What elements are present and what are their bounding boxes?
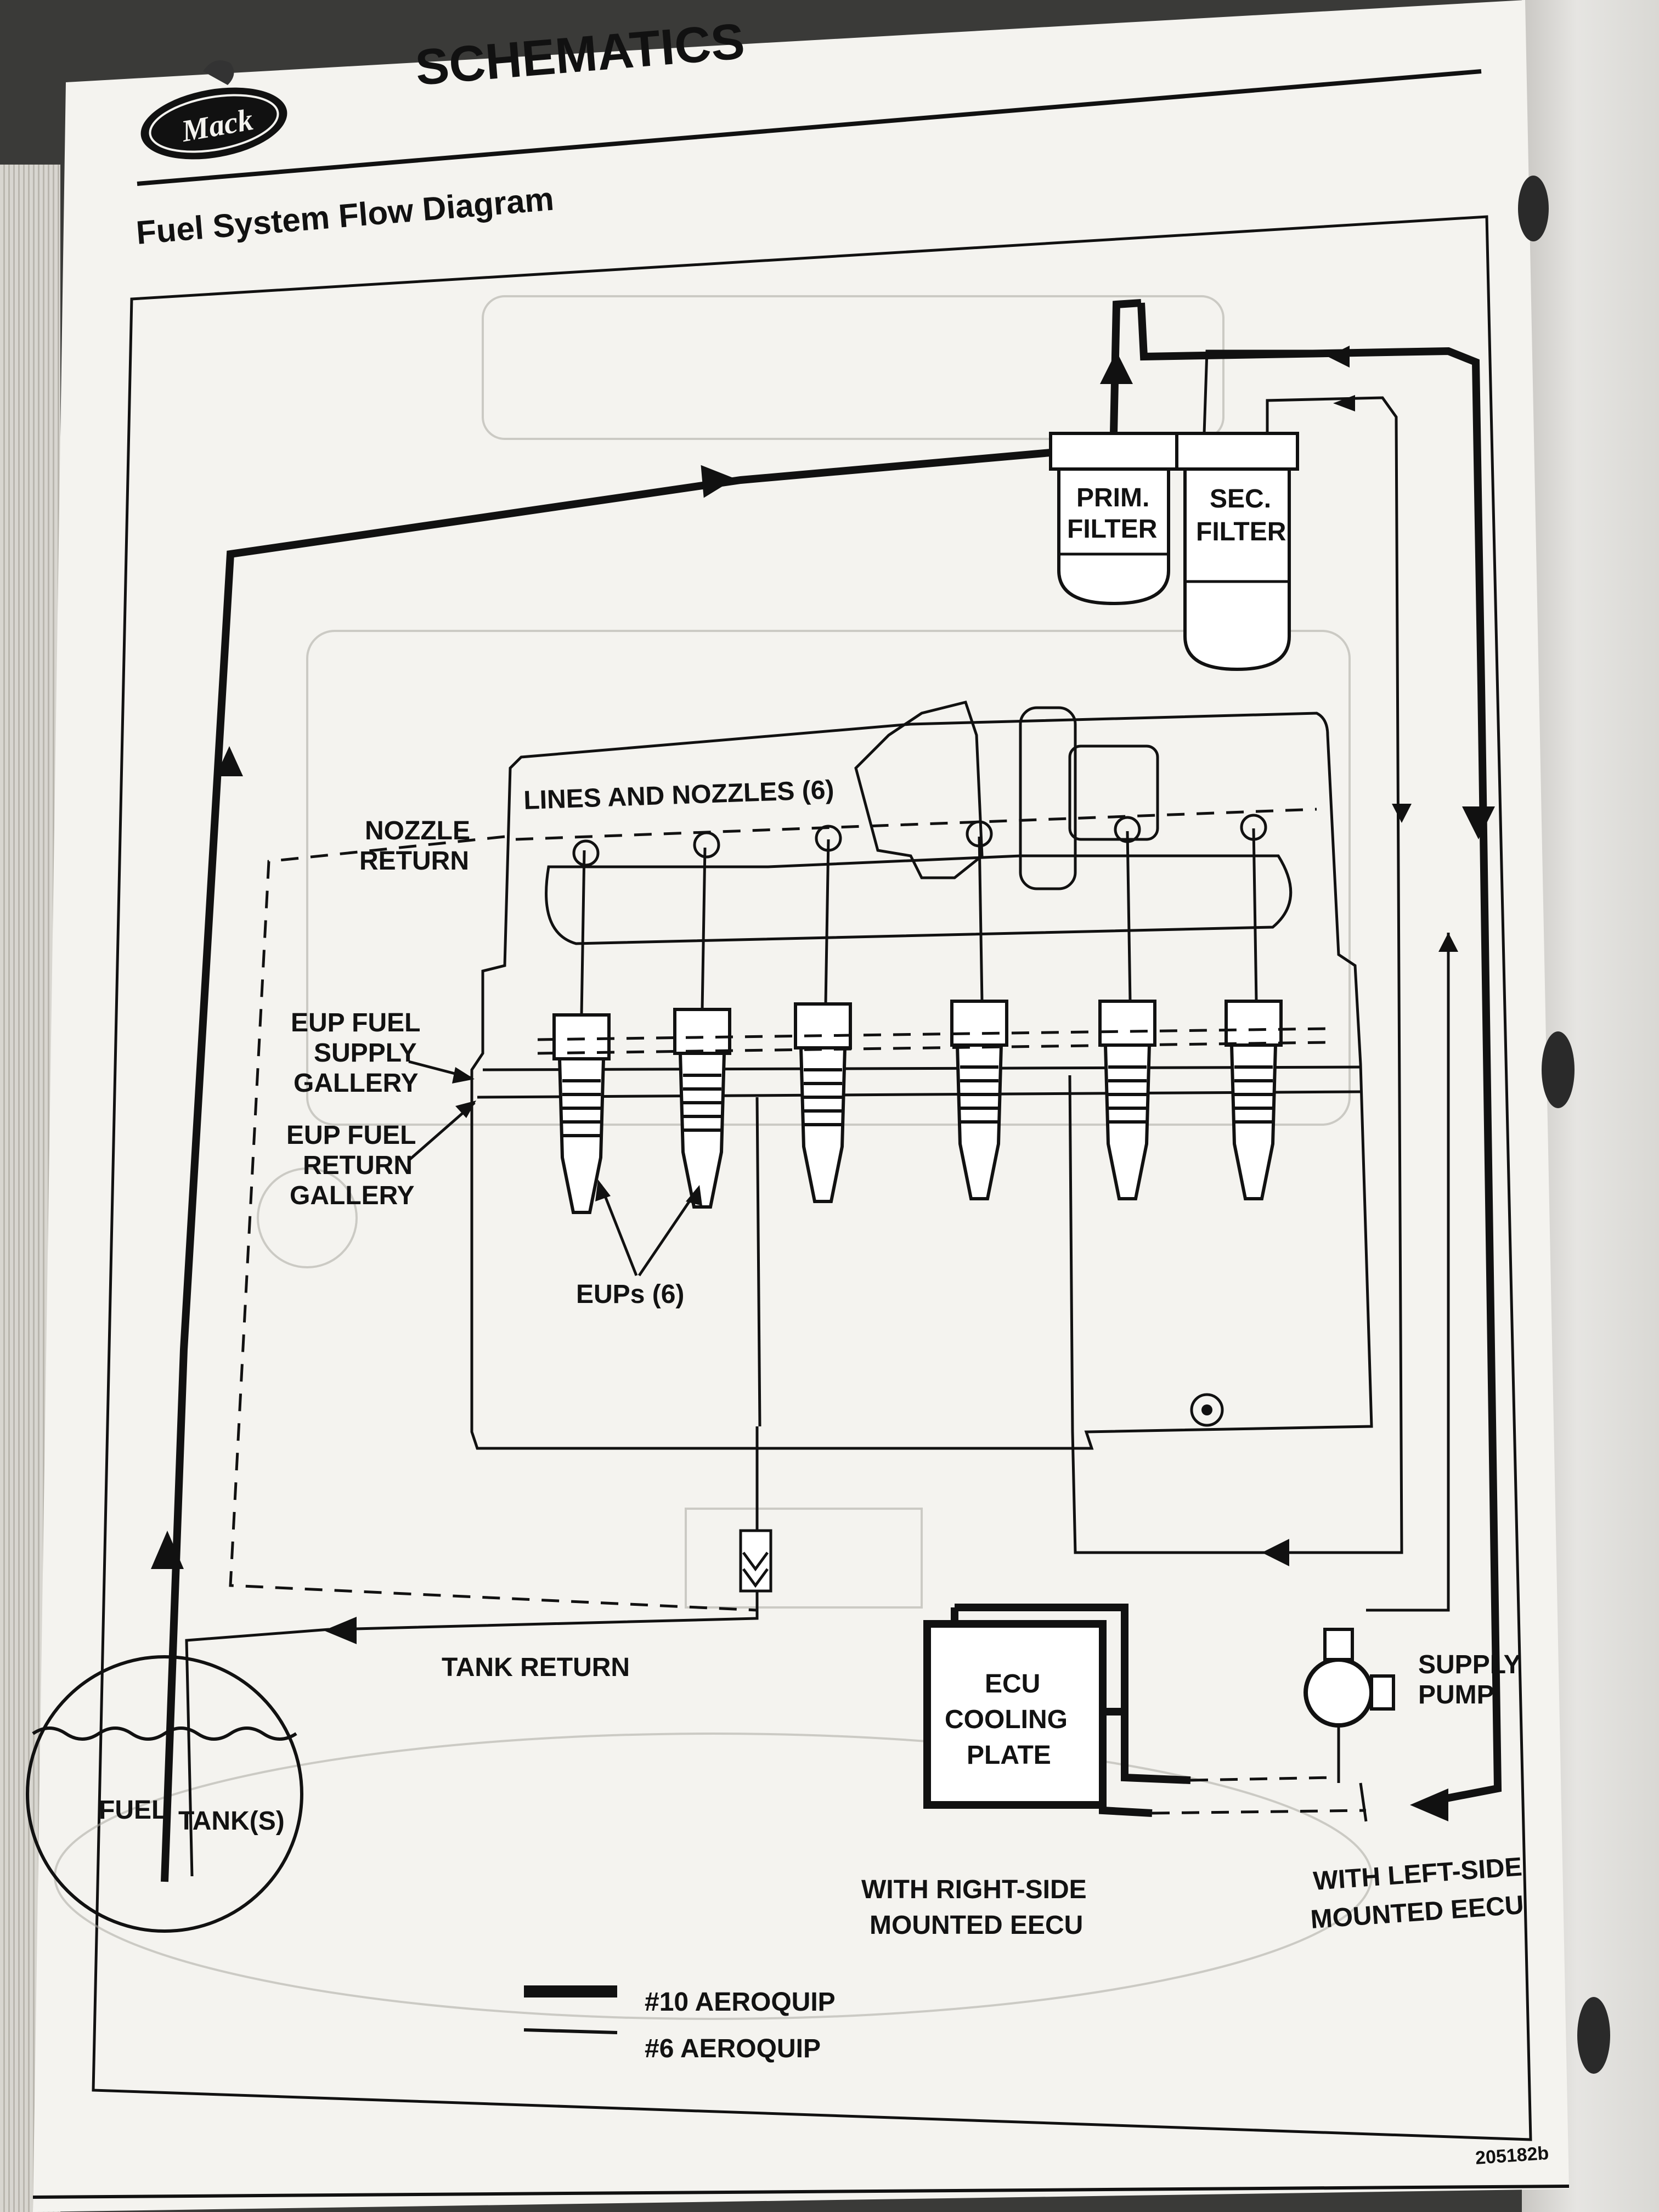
nozzle-return-line1: NOZZLE xyxy=(365,816,470,845)
engine-block xyxy=(470,701,1373,1450)
bulldog-icon xyxy=(203,60,234,85)
eup-3 xyxy=(794,825,852,1203)
fuel-tank: FUEL TANK(S) xyxy=(26,1655,303,1933)
legend-thin-swatch xyxy=(523,2028,618,2034)
eup-return-line1: EUP FUEL xyxy=(286,1121,416,1150)
fuel-tank-line2: TANK(S) xyxy=(178,1807,285,1836)
sec-filter-line1: SEC. xyxy=(1210,484,1271,514)
right-mounted-line2: MOUNTED EECU xyxy=(870,1911,1083,1940)
eup-supply-line2: SUPPLY xyxy=(314,1039,417,1068)
supply-pump-line1: SUPPLY xyxy=(1418,1650,1521,1679)
show-through-print xyxy=(54,295,1373,2020)
eups-label: EUPs (6) xyxy=(576,1280,684,1309)
sec-filter-line2: FILTER xyxy=(1196,517,1286,546)
supply-line-thick xyxy=(151,299,1502,1882)
legend-thick-label: #10 AEROQUIP xyxy=(645,1988,836,2017)
eup-2 xyxy=(673,831,731,1209)
figure-id: 205182b xyxy=(1475,2143,1550,2169)
nozzle-return-line xyxy=(229,835,758,1612)
eup-4 xyxy=(950,820,1008,1200)
legend: #10 AEROQUIP #6 AEROQUIP xyxy=(523,1985,836,2063)
eup-row xyxy=(537,814,1328,1214)
binder-ring-top xyxy=(1518,176,1549,241)
primary-filter: PRIM. FILTER xyxy=(1049,432,1178,606)
footer-rule xyxy=(32,2185,1570,2199)
legend-thin-label: #6 AEROQUIP xyxy=(645,2034,821,2063)
eup-6 xyxy=(1224,814,1283,1200)
nozzle-return-header xyxy=(515,808,1317,841)
fuel-tank-line1: FUEL xyxy=(99,1796,167,1825)
prim-filter-line1: PRIM. xyxy=(1076,483,1149,512)
eup-supply-line1: EUP FUEL xyxy=(291,1008,420,1037)
return-line-thin xyxy=(185,346,1458,1877)
ecu-line3: PLATE xyxy=(967,1741,1051,1770)
tank-return-label: TANK RETURN xyxy=(442,1653,630,1682)
supply-pump: SUPPLY PUMP xyxy=(1304,1628,1521,1822)
right-mounted-line1: WITH RIGHT-SIDE xyxy=(861,1875,1087,1904)
header-rule xyxy=(137,69,1482,186)
eup-return-line2: RETURN xyxy=(303,1151,413,1180)
supply-pump-line2: PUMP xyxy=(1418,1680,1494,1709)
eups-pointers xyxy=(599,1184,698,1277)
binder-ring-bottom xyxy=(1577,1997,1610,2074)
prim-filter-line2: FILTER xyxy=(1067,515,1157,544)
nozzle-return-line2: RETURN xyxy=(359,847,469,876)
ecu-line2: COOLING xyxy=(945,1705,1068,1734)
check-valve xyxy=(739,1529,772,1593)
ecu-cooling-plate: ECU COOLING PLATE xyxy=(923,1604,1367,1817)
eup-5 xyxy=(1098,816,1156,1200)
eup-return-line3: GALLERY xyxy=(290,1181,415,1210)
binder-ring-middle xyxy=(1542,1031,1575,1108)
diagram-frame xyxy=(92,215,1532,2141)
ecu-line1: ECU xyxy=(985,1669,1040,1699)
secondary-filter: SEC. FILTER xyxy=(1175,432,1299,672)
eup-supply-line3: GALLERY xyxy=(294,1069,419,1098)
mack-logo: Mack xyxy=(140,60,287,160)
